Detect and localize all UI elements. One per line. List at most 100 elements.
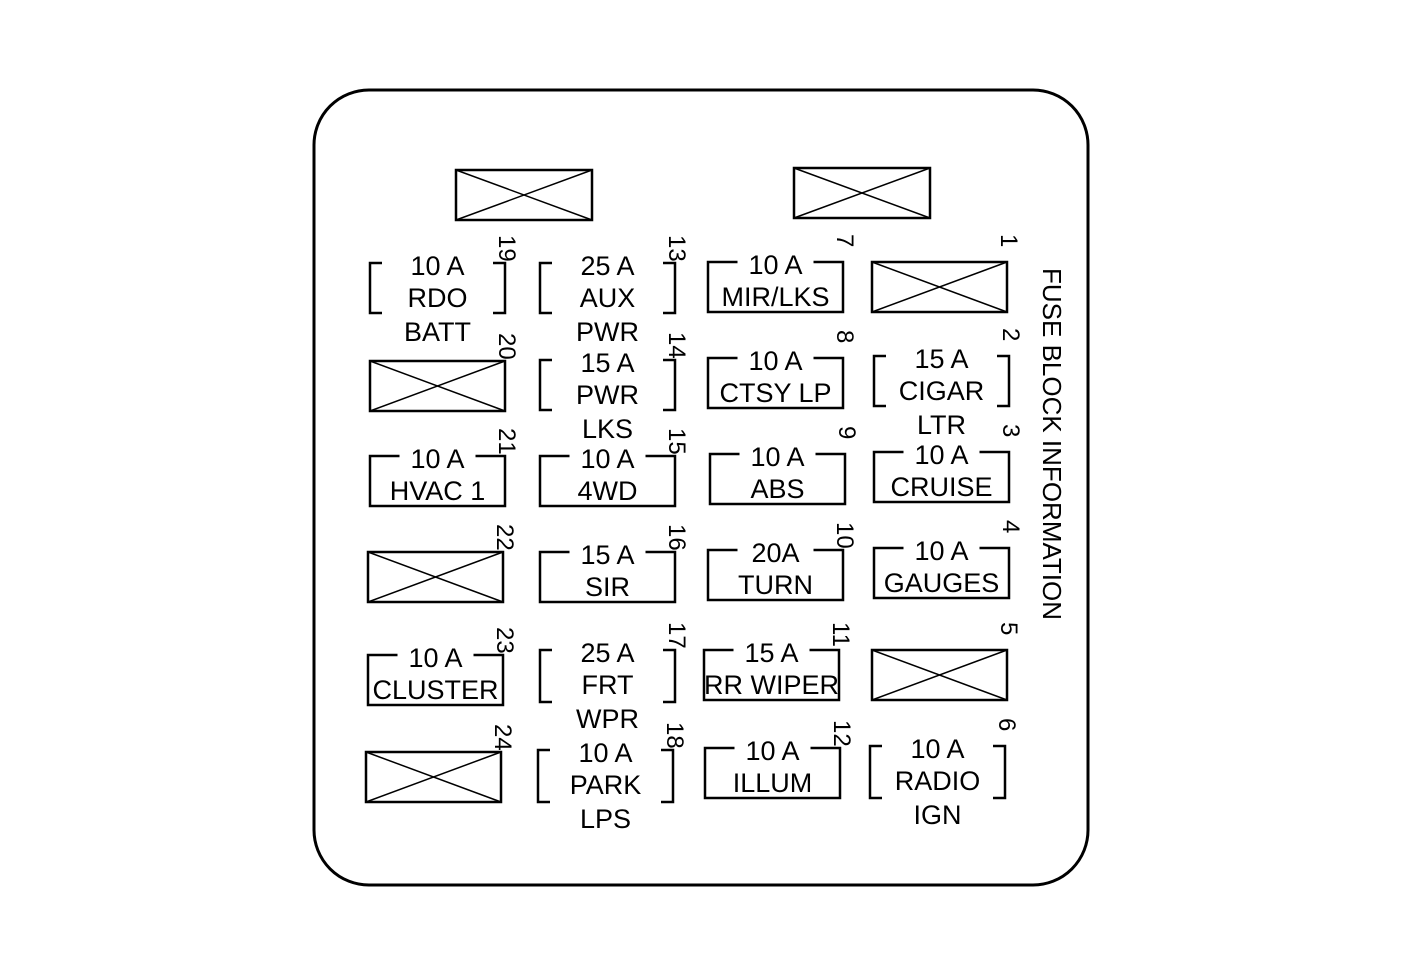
fuse-outline — [708, 452, 847, 506]
fuse-bracket-right — [663, 648, 677, 704]
fuse-number: 2 — [997, 328, 1024, 341]
fuse-20: 20 — [368, 333, 520, 413]
fuse-label: RADIO — [895, 766, 981, 796]
fuse-bracket-right — [663, 261, 677, 315]
empty-slot-20 — [368, 359, 507, 413]
fuse-number: 15 — [663, 428, 690, 455]
fuse-label: PARK — [570, 770, 642, 800]
fuse-outline — [538, 550, 677, 604]
fuse-number: 22 — [491, 524, 518, 551]
fuse-number: 23 — [491, 627, 518, 654]
top-right-relay-cross-b — [793, 167, 931, 219]
fuse-outline — [872, 450, 1011, 504]
empty-slot-1-box — [870, 260, 1009, 314]
empty-slot-22-cross-b — [367, 551, 504, 603]
fuse-block-outline — [312, 88, 1090, 887]
fuse-number: 6 — [993, 718, 1020, 731]
fuse-amperage: 10 A — [580, 444, 634, 474]
fuse-amperage: 10 A — [578, 738, 632, 768]
fuse-amperage: 15 A — [580, 348, 634, 378]
fuse-5: 5 — [870, 622, 1022, 702]
fuse-amperage: 20A — [751, 538, 799, 568]
empty-slot-5-box — [870, 648, 1009, 702]
fuse-label: CTSY LP — [719, 378, 831, 408]
fuse-number: 24 — [489, 724, 516, 751]
fuse-label: ABS — [750, 474, 804, 504]
top-left-relay-box — [454, 168, 594, 222]
empty-slot-22 — [366, 550, 505, 604]
fuse-amperage: 10 A — [910, 734, 964, 764]
fuse-bracket-left — [368, 261, 382, 315]
fuse-outline — [706, 548, 845, 602]
fuse-bracket-left — [538, 648, 552, 704]
fuse-outline — [538, 454, 677, 508]
fuse-number: 12 — [828, 720, 855, 747]
fuse-number: 1 — [995, 234, 1022, 247]
top-left-relay-cross-b — [455, 169, 593, 221]
fuse-outline — [872, 546, 1011, 600]
empty-slot-20-cross-b — [369, 360, 506, 412]
fuse-amperage: 10 A — [914, 440, 968, 470]
fuse-outline — [706, 356, 845, 410]
fuse-label-2: PWR — [576, 317, 639, 347]
empty-slot-24-cross-b — [365, 751, 502, 803]
fuse-number: 17 — [663, 622, 690, 649]
fuse-amperage: 10 A — [748, 250, 802, 280]
fuse-number: 9 — [833, 426, 860, 439]
fuse-number: 5 — [995, 622, 1022, 635]
fuse-number: 7 — [831, 234, 858, 247]
fuse-label: TURN — [738, 570, 813, 600]
fuse-label-2: LTR — [917, 410, 966, 440]
empty-slot-24-box — [364, 750, 503, 804]
top-left-relay — [454, 168, 594, 222]
fuse-label-2: IGN — [913, 800, 961, 830]
fuse-amperage: 25 A — [580, 638, 634, 668]
fuse-number: 10 — [831, 522, 858, 549]
fuse-number: 11 — [827, 622, 854, 647]
fuse-amperage: 15 A — [744, 638, 798, 668]
fuse-outline — [706, 260, 845, 314]
fuse-number: 18 — [661, 722, 688, 749]
fuse-bracket-right — [663, 358, 677, 412]
empty-slot-24 — [364, 750, 503, 804]
fuse-1: 1 — [870, 234, 1022, 314]
empty-slot-1-cross-b — [871, 261, 1008, 313]
fuse-bracket-left — [538, 261, 552, 315]
fuse-number: 21 — [493, 428, 520, 455]
fuse-bracket-right — [993, 744, 1007, 800]
fuse-number: 3 — [997, 424, 1024, 437]
fuse-amperage: 15 A — [914, 344, 968, 374]
fuse-label: CRUISE — [890, 472, 992, 502]
fuse-label: GAUGES — [884, 568, 1000, 598]
fuse-label: RDO — [408, 283, 468, 313]
fuse-number: 19 — [493, 235, 520, 262]
fuse-number: 20 — [493, 333, 520, 360]
fuse-bracket-left — [538, 358, 552, 412]
empty-slot-1 — [870, 260, 1009, 314]
fuse-amperage: 10 A — [750, 442, 804, 472]
fuse-label: RR WIPER — [704, 670, 839, 700]
fuse-label: ILLUM — [733, 768, 813, 798]
fuse-label-2: LPS — [580, 804, 631, 834]
fuse-amperage: 15 A — [580, 540, 634, 570]
fuse-number: 16 — [663, 524, 690, 551]
fuse-number: 13 — [663, 235, 690, 262]
empty-slot-5 — [870, 648, 1009, 702]
fuse-outline — [368, 454, 507, 508]
fuse-24: 24 — [364, 724, 516, 804]
